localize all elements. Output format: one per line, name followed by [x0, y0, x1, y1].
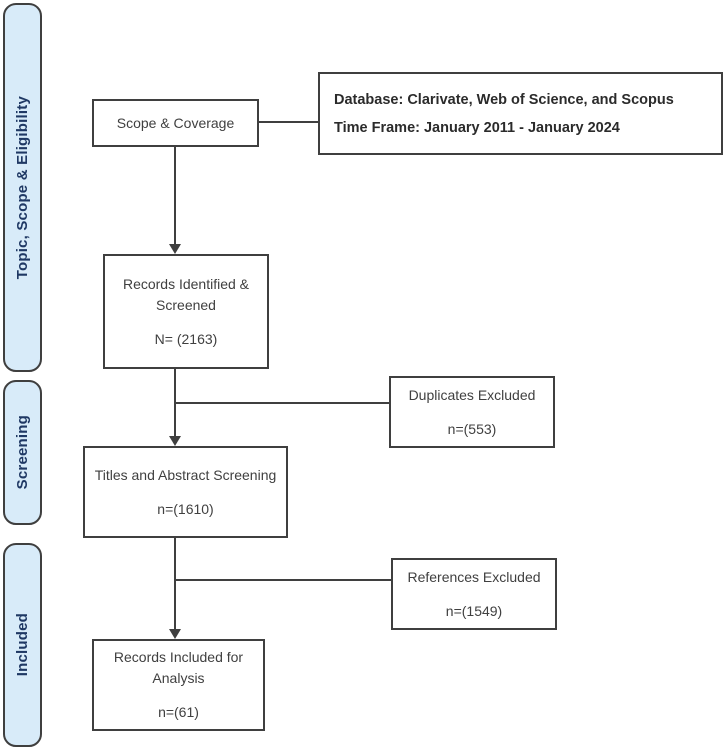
- references-excluded-label: References Excluded: [407, 568, 541, 585]
- records-included-box: Records Included for Analysis n=(61): [92, 639, 265, 731]
- stage-screening: Screening: [3, 380, 42, 525]
- references-excluded-box: References Excluded n=(1549): [391, 558, 557, 630]
- records-identified-line2: Screened: [156, 296, 216, 313]
- connector-scope-to-database: [259, 121, 318, 123]
- records-included-count: n=(61): [158, 704, 199, 720]
- references-excluded-count: n=(1549): [445, 602, 503, 619]
- stage-screening-label: Screening: [14, 415, 31, 490]
- database-line: Database: Clarivate, Web of Science, and…: [334, 91, 674, 108]
- records-included-line1: Records Included for: [113, 649, 244, 665]
- stage-included: Included: [3, 543, 42, 747]
- branch-records-to-duplicates: [175, 402, 389, 404]
- duplicates-excluded-box: Duplicates Excluded n=(553): [389, 376, 555, 448]
- timeframe-line: Time Frame: January 2011 - January 2024: [334, 119, 620, 136]
- records-identified-count: N= (2163): [154, 330, 218, 347]
- duplicates-excluded-label: Duplicates Excluded: [408, 386, 536, 403]
- scope-coverage-box: Scope & Coverage: [92, 99, 259, 147]
- stage-topic-scope-eligibility-label: Topic, Scope & Eligibility: [14, 95, 31, 280]
- arrow-down-icon: [169, 244, 181, 254]
- records-included-line2: Analysis: [152, 670, 205, 686]
- titles-abstract-screening-label: Titles and Abstract Screening: [94, 466, 277, 483]
- branch-titles-to-references: [175, 579, 391, 581]
- connector-titles-to-included-line: [174, 538, 176, 630]
- scope-coverage-label: Scope & Coverage: [116, 114, 235, 131]
- records-identified-line1: Records Identified &: [122, 275, 250, 292]
- records-identified-box: Records Identified & Screened N= (2163): [103, 254, 269, 369]
- arrow-down-icon: [169, 436, 181, 446]
- stage-included-label: Included: [14, 613, 31, 677]
- arrow-down-icon: [169, 629, 181, 639]
- connector-scope-to-records-line: [174, 147, 176, 245]
- stage-topic-scope-eligibility: Topic, Scope & Eligibility: [3, 3, 42, 372]
- duplicates-excluded-count: n=(553): [447, 420, 497, 437]
- titles-abstract-screening-box: Titles and Abstract Screening n=(1610): [83, 446, 288, 538]
- titles-abstract-screening-count: n=(1610): [157, 500, 214, 517]
- database-timeframe-box: Database: Clarivate, Web of Science, and…: [318, 72, 723, 155]
